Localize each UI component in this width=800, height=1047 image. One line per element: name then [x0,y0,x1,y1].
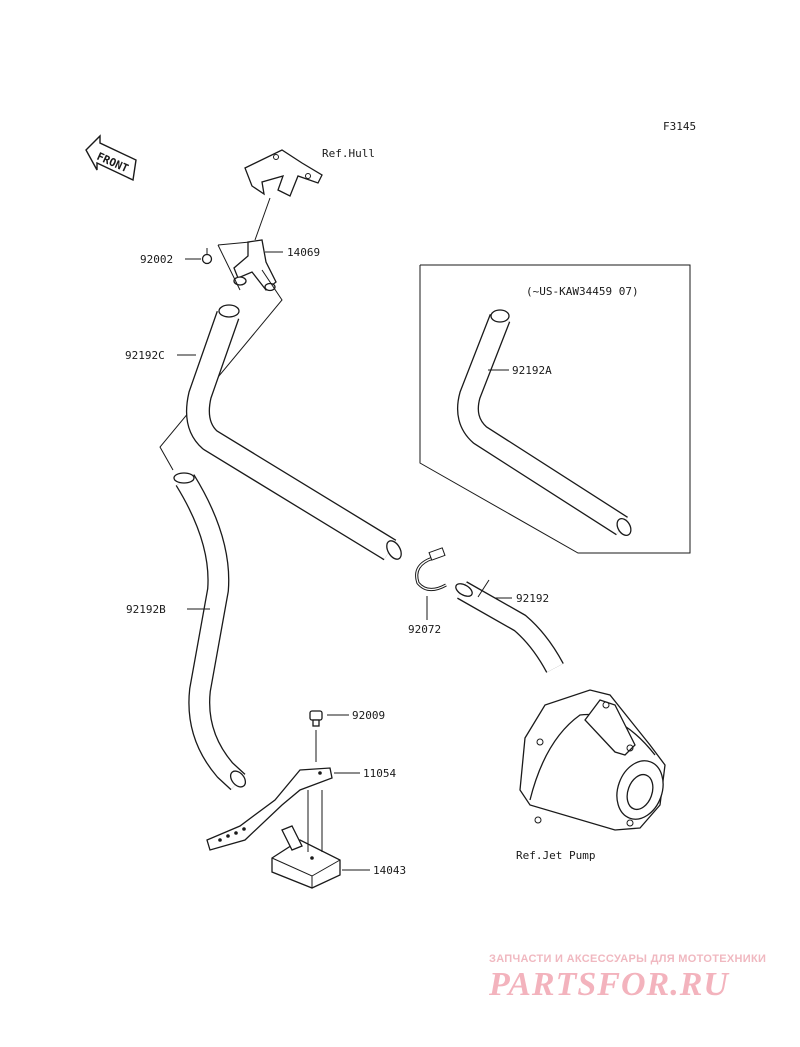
label-92002: 92002 [140,253,173,266]
label-11054: 11054 [363,767,396,780]
pad-14043 [271,825,341,889]
bracket-11054 [206,767,333,851]
label-92192b: 92192B [126,603,166,616]
label-92192a: 92192A [512,364,552,377]
clamp-92072 [415,547,447,592]
jet-pump [519,689,666,831]
hose-92192 [455,579,564,673]
label-92009: 92009 [352,709,385,722]
hull-bracket [244,149,323,197]
label-14043: 14043 [373,864,406,877]
inset-note: (~US-KAW34459 07) [526,285,639,298]
bolt-92002 [201,248,213,265]
diagram-code: F3145 [663,120,696,133]
front-arrow-icon: FRONT [85,134,137,182]
inset-box [419,264,691,554]
hose-92192b [173,472,247,791]
label-92192: 92192 [516,592,549,605]
hose-92192a [457,309,632,537]
watermark: ЗАПЧАСТИ И АКСЕССУАРЫ ДЛЯ МОТОТЕХНИКИ PA… [488,953,766,1003]
ref-jet-pump-label: Ref.Jet Pump [516,849,595,862]
label-92072: 92072 [408,623,441,636]
label-92192c: 92192C [125,349,165,362]
watermark-tagline: ЗАПЧАСТИ И АКСЕССУАРЫ ДЛЯ МОТОТЕХНИКИ [489,953,766,965]
bolt-92009 [309,710,323,727]
ref-hull-label: Ref.Hull [322,147,375,160]
watermark-logo: PARTSFOR.RU [488,966,730,1003]
elbow-fitting [233,239,277,292]
hose-92192c [186,304,402,561]
label-14069: 14069 [287,246,320,259]
